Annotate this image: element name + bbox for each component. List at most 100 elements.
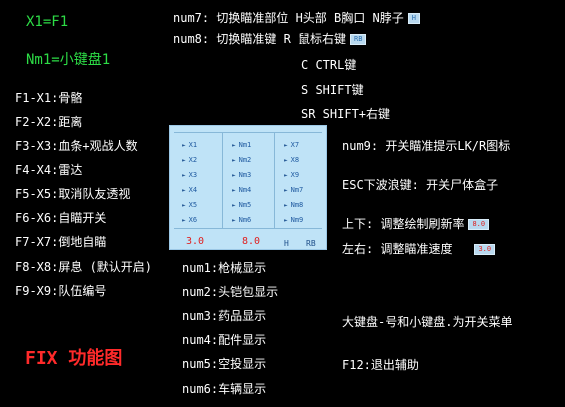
header-x1: X1=F1 bbox=[26, 14, 69, 30]
bottom-line-num1: num1:枪械显示 bbox=[182, 261, 267, 275]
panel-footer-speed: 3.0 bbox=[186, 236, 205, 247]
panel-item-label: X4 bbox=[188, 186, 198, 194]
panel-item-label: X9 bbox=[290, 171, 300, 179]
right-line-leftright: 左右: 调整瞄准速度 3.0 bbox=[342, 242, 496, 256]
panel-footer-h: H bbox=[284, 239, 289, 248]
panel-top-divider bbox=[174, 132, 322, 133]
left-line-f5: F5-X5:取消队友透视 bbox=[15, 187, 131, 201]
panel-item-label: Nm4 bbox=[238, 186, 252, 194]
right-line-esc: ESC下波浪键: 开关尸体盒子 bbox=[342, 178, 499, 192]
arrow-right-icon: ► bbox=[284, 202, 288, 209]
left-line-f3: F3-X3:血条+观战人数 bbox=[15, 139, 138, 153]
header-nm1: Nm1=小键盘1 bbox=[26, 52, 111, 68]
menu-panel: ►X1 ►X2 ►X3 ►X4 ►X5 ►X6 ►Nm1 ►Nm2 ►Nm3 ►… bbox=[169, 125, 327, 250]
panel-item-x2: ►X2 bbox=[182, 156, 197, 165]
arrow-right-icon: ► bbox=[232, 157, 236, 164]
badge-aim-speed: 3.0 bbox=[474, 244, 496, 255]
arrow-right-icon: ► bbox=[182, 172, 186, 179]
panel-item-label: X8 bbox=[290, 156, 300, 164]
panel-item-label: Nm6 bbox=[238, 216, 252, 224]
arrow-right-icon: ► bbox=[232, 172, 236, 179]
panel-footer-refresh: 8.0 bbox=[242, 236, 261, 247]
badge-refresh-rate: 8.0 bbox=[468, 219, 490, 230]
panel-item-label: X3 bbox=[188, 171, 198, 179]
panel-item-label: X7 bbox=[290, 141, 300, 149]
right-line-leftright-text: 左右: 调整瞄准速度 bbox=[342, 242, 453, 256]
right-line-f12: F12:退出辅助 bbox=[342, 358, 419, 372]
panel-item-nm1: ►Nm1 bbox=[232, 141, 251, 150]
panel-divider-2 bbox=[274, 132, 275, 228]
panel-item-x9: ►X9 bbox=[284, 171, 299, 180]
arrow-right-icon: ► bbox=[182, 217, 186, 224]
panel-item-x1: ►X1 bbox=[182, 141, 197, 150]
panel-footer-rb: RB bbox=[306, 239, 316, 248]
right-line-updown-text: 上下: 调整绘制刷新率 bbox=[342, 217, 465, 231]
panel-item-x5: ►X5 bbox=[182, 201, 197, 210]
panel-item-label: Nm3 bbox=[238, 171, 252, 179]
panel-item-nm2: ►Nm2 bbox=[232, 156, 251, 165]
panel-divider-1 bbox=[222, 132, 223, 228]
arrow-right-icon: ► bbox=[182, 187, 186, 194]
arrow-right-icon: ► bbox=[182, 142, 186, 149]
left-line-f4: F4-X4:雷达 bbox=[15, 163, 83, 177]
badge-h: H bbox=[407, 13, 420, 24]
panel-item-label: X1 bbox=[188, 141, 198, 149]
panel-item-label: Nm1 bbox=[238, 141, 252, 149]
arrow-right-icon: ► bbox=[284, 142, 288, 149]
arrow-right-icon: ► bbox=[284, 172, 288, 179]
panel-item-x6: ►X6 bbox=[182, 216, 197, 225]
panel-item-nm5: ►Nm5 bbox=[232, 201, 251, 210]
top-line-shift: S SHIFT键 bbox=[301, 83, 364, 97]
fix-label: FIX 功能图 bbox=[25, 348, 123, 369]
panel-item-nm9: ►Nm9 bbox=[284, 216, 303, 225]
panel-item-nm6: ►Nm6 bbox=[232, 216, 251, 225]
top-line-num7-text: num7: 切换瞄准部位 H头部 B胸口 N脖子 bbox=[173, 11, 404, 25]
bottom-line-num6: num6:车辆显示 bbox=[182, 382, 267, 396]
bottom-line-num3: num3:药品显示 bbox=[182, 309, 267, 323]
left-line-f6: F6-X6:自瞄开关 bbox=[15, 211, 107, 225]
panel-item-label: Nm2 bbox=[238, 156, 252, 164]
arrow-right-icon: ► bbox=[182, 202, 186, 209]
left-line-f1: F1-X1:骨骼 bbox=[15, 91, 83, 105]
panel-item-label: X2 bbox=[188, 156, 198, 164]
arrow-right-icon: ► bbox=[284, 187, 288, 194]
panel-item-x4: ►X4 bbox=[182, 186, 197, 195]
panel-item-label: Nm8 bbox=[290, 201, 304, 209]
left-line-f2: F2-X2:距离 bbox=[15, 115, 83, 129]
panel-item-nm3: ►Nm3 bbox=[232, 171, 251, 180]
right-line-menu-toggle: 大键盘-号和小键盘.为开关菜单 bbox=[342, 315, 513, 329]
arrow-right-icon: ► bbox=[284, 157, 288, 164]
panel-item-label: Nm5 bbox=[238, 201, 252, 209]
panel-item-label: X5 bbox=[188, 201, 198, 209]
panel-item-nm4: ►Nm4 bbox=[232, 186, 251, 195]
left-line-f7: F7-X7:倒地自瞄 bbox=[15, 235, 107, 249]
panel-item-label: X6 bbox=[188, 216, 198, 224]
arrow-right-icon: ► bbox=[232, 217, 236, 224]
arrow-right-icon: ► bbox=[232, 187, 236, 194]
arrow-right-icon: ► bbox=[232, 142, 236, 149]
panel-item-x3: ►X3 bbox=[182, 171, 197, 180]
bottom-line-num5: num5:空投显示 bbox=[182, 357, 267, 371]
panel-item-nm7: ►Nm7 bbox=[284, 186, 303, 195]
badge-rb: RB bbox=[350, 34, 367, 45]
panel-item-x8: ►X8 bbox=[284, 156, 299, 165]
panel-item-x7: ►X7 bbox=[284, 141, 299, 150]
panel-bottom-divider bbox=[174, 228, 322, 229]
panel-item-label: Nm7 bbox=[290, 186, 304, 194]
arrow-right-icon: ► bbox=[182, 157, 186, 164]
right-line-num9: num9: 开关瞄准提示LK/R图标 bbox=[342, 139, 511, 153]
top-line-num8-text: num8: 切换瞄准键 R 鼠标右键 bbox=[173, 32, 347, 46]
left-line-f9: F9-X9:队伍编号 bbox=[15, 284, 107, 298]
panel-item-label: Nm9 bbox=[290, 216, 304, 224]
arrow-right-icon: ► bbox=[232, 202, 236, 209]
top-line-shift-right: SR SHIFT+右键 bbox=[301, 107, 391, 121]
bottom-line-num4: num4:配件显示 bbox=[182, 333, 267, 347]
bottom-line-num2: num2:头铠包显示 bbox=[182, 285, 279, 299]
panel-item-nm8: ►Nm8 bbox=[284, 201, 303, 210]
arrow-right-icon: ► bbox=[284, 217, 288, 224]
left-line-f8: F8-X8:屏息 (默认开启) bbox=[15, 260, 153, 274]
top-line-ctrl: C CTRL键 bbox=[301, 58, 357, 72]
